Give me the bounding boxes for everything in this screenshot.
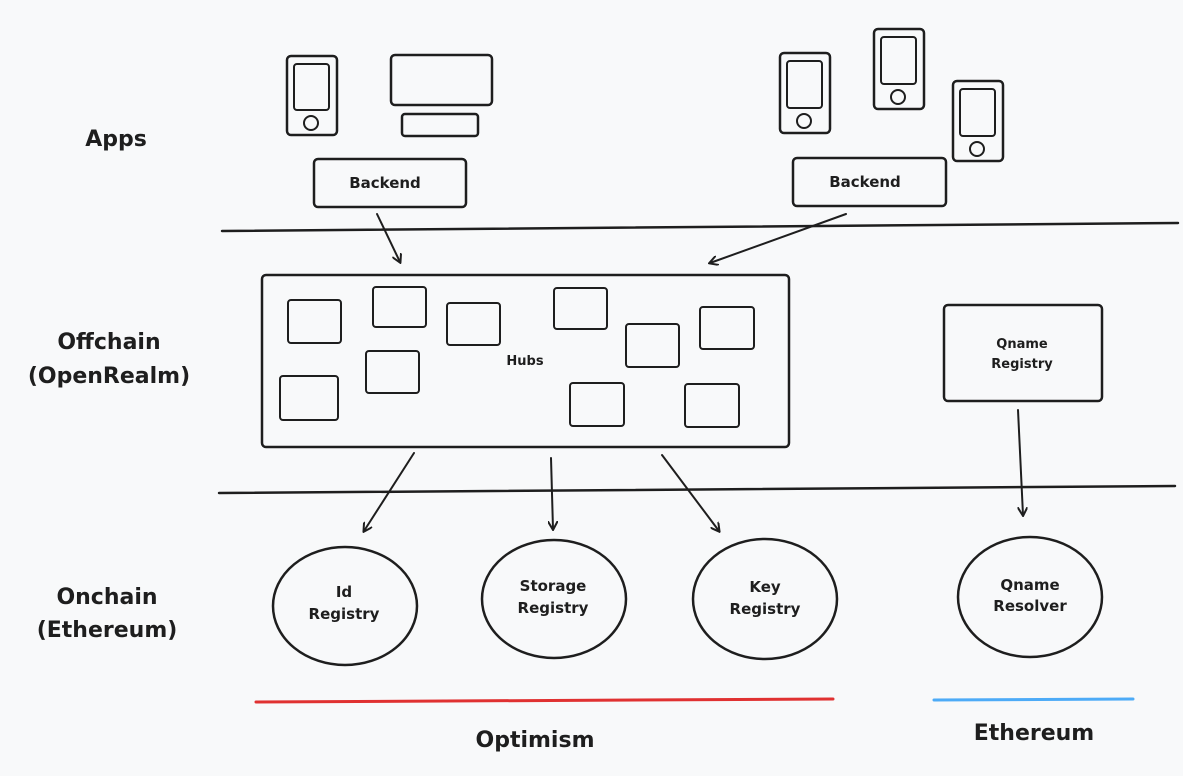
key-registry-node: Key Registry [691,537,839,661]
phone-icon [951,79,1005,163]
separator-line-apps [220,221,1180,233]
hubs-label: Hubs [506,354,543,369]
hub-node [625,323,680,368]
hub-node [372,286,427,328]
hubs-container: Hubs [260,273,791,449]
hub-node [446,302,501,346]
id-registry-node: Id Registry [271,545,419,667]
optimism-underline [254,697,835,704]
arrow [551,457,553,529]
hub-node [699,306,755,350]
qname-registry-label: Qname [996,337,1048,352]
layer-label-offchain-sub: (OpenRealm) [28,364,190,389]
backend-label: Backend [829,173,901,191]
storage-registry-label: Storage [520,577,587,595]
arrow [376,213,400,262]
phone-icon [285,54,339,137]
arrow [710,213,847,263]
arrow [364,452,415,531]
hub-node [279,375,339,421]
hub-node [569,382,625,427]
arrow [1017,409,1023,515]
storage-registry-node: Storage Registry [480,538,628,660]
backend-box-left: Backend [312,157,468,209]
hub-node [684,383,740,428]
layer-label-onchain-sub: (Ethereum) [37,618,178,643]
key-registry-label-sub: Registry [730,600,801,618]
phone-icon [778,51,832,135]
qname-resolver-label-sub: Resolver [993,597,1067,615]
hub-node [287,299,342,344]
ethereum-underline [932,697,1135,702]
id-registry-label: Id [336,583,352,601]
network-label-optimism: Optimism [476,728,595,753]
desktop-icon [389,53,494,138]
storage-registry-label-sub: Registry [518,599,589,617]
backend-box-right: Backend [791,156,948,208]
backend-label: Backend [349,174,421,192]
layer-label-offchain: Offchain [57,330,160,355]
hub-node [365,350,420,394]
qname-registry-label-sub: Registry [991,357,1053,372]
qname-resolver-label: Qname [1000,576,1059,594]
key-registry-label: Key [749,578,781,596]
qname-registry-box: Qname Registry [942,303,1104,403]
layer-label-onchain: Onchain [56,585,157,610]
qname-resolver-node: Qname Resolver [956,535,1104,659]
network-label-ethereum: Ethereum [974,721,1094,746]
id-registry-label-sub: Registry [309,605,380,623]
separator-line-offchain [217,484,1177,495]
arrow [661,454,719,531]
phone-icon [872,27,926,111]
layer-label-apps: Apps [85,127,147,152]
hub-node [553,287,608,330]
